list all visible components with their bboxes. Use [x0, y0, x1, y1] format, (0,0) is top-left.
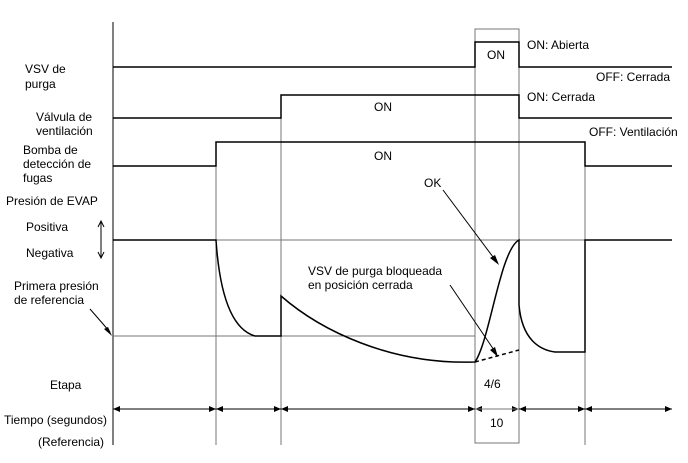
- valvula-ventilacion-on-state: ON: Cerrada: [527, 90, 595, 104]
- vsv-purga-label-line1: VSV de: [25, 62, 66, 76]
- stage-highlight-box: [474, 28, 520, 444]
- vsv-bloqueada-label-line2: en posición cerrada: [308, 278, 413, 292]
- time-division-lines: [112, 22, 586, 445]
- valvula-ventilacion-label-line1: Válvula de: [36, 110, 92, 124]
- bomba-fugas-label-line1: Bomba de: [23, 143, 78, 157]
- evap-pressure-curve: [113, 238, 672, 363]
- vsv-bloqueada-label-line1: VSV de purga bloqueada: [308, 264, 442, 278]
- tiempo-label: Tiempo (segundos): [4, 413, 107, 427]
- vsv-purga-waveform: [113, 41, 672, 68]
- valvula-ventilacion-label-line2: ventilación: [36, 124, 93, 138]
- blocked-pointer-arrow: [449, 284, 498, 357]
- vsv-purga-off-state: OFF: Cerrada: [596, 70, 670, 84]
- valvula-ventilacion-on-text: ON: [374, 100, 392, 114]
- time-value: 10: [490, 416, 504, 430]
- bomba-fugas-label-line3: fugas: [23, 171, 52, 185]
- ok-label: OK: [424, 176, 441, 190]
- bomba-fugas-on-text: ON: [374, 149, 392, 163]
- bomba-fugas-label-line2: detección de: [23, 157, 91, 171]
- valvula-ventilacion-off-state: OFF: Ventilación: [589, 125, 678, 139]
- etapa-label: Etapa: [50, 378, 82, 392]
- positiva-label: Positiva: [26, 220, 68, 234]
- primera-presion-label-line2: de referencia: [14, 293, 84, 307]
- vsv-purga-label-line2: purga: [25, 77, 56, 91]
- negativa-label: Negativa: [26, 246, 74, 260]
- time-interval-arrows: [113, 406, 672, 412]
- primera-presion-label-line1: Primera presión: [14, 279, 99, 293]
- pressure-direction-arrow: [97, 219, 105, 260]
- valvula-ventilacion-waveform: [113, 94, 672, 119]
- stage-value: 4/6: [484, 377, 501, 391]
- vsv-purga-on-state: ON: Abierta: [527, 38, 589, 52]
- presion-evap-label: Presión de EVAP: [6, 194, 98, 208]
- referencia-label: (Referencia): [38, 435, 104, 449]
- reference-pointer-arrow: [89, 308, 112, 336]
- bomba-fugas-waveform: [113, 141, 672, 167]
- ok-pointer-arrow: [442, 189, 499, 265]
- vsv-purga-on-text: ON: [487, 48, 505, 62]
